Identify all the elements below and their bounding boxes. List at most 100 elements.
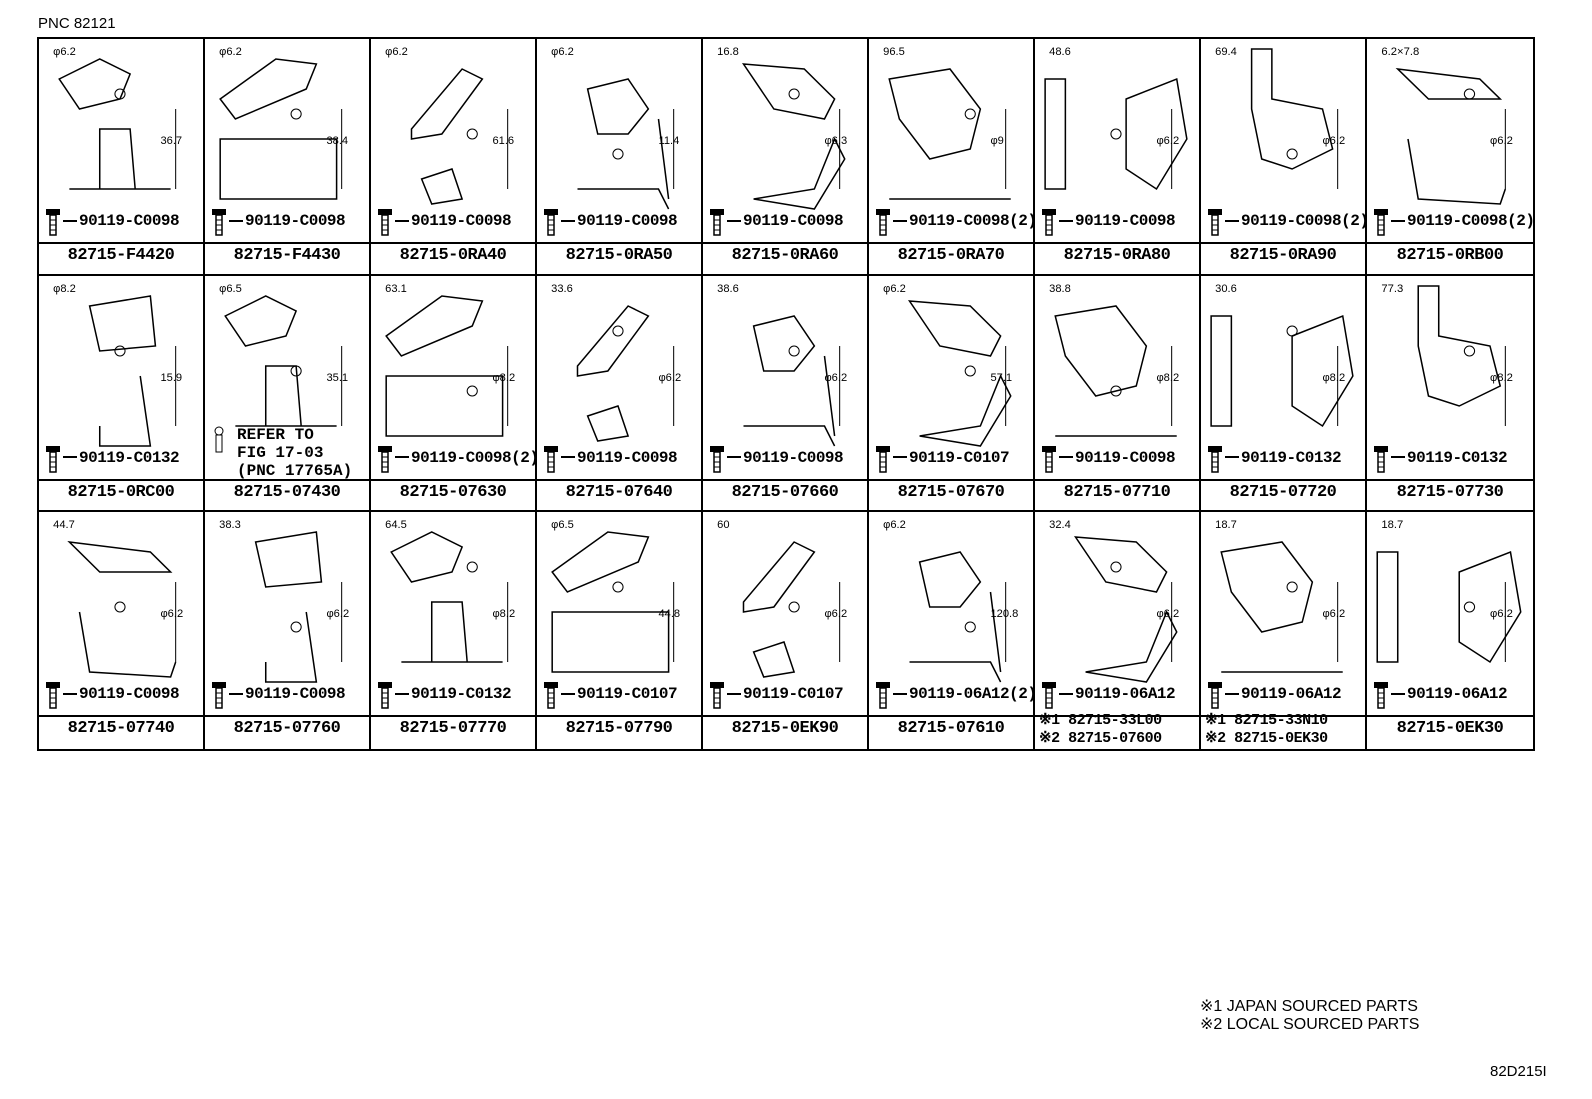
fastener-number[interactable]: 90119-C0098 <box>727 449 844 467</box>
dimension-label: φ6.2 <box>1156 608 1179 620</box>
hole-mark <box>964 108 976 120</box>
part-number[interactable]: 82715-07770 <box>399 719 507 739</box>
part-number-pair: ※1 82715-33L00※2 82715-07600 <box>1039 712 1162 748</box>
fastener-number[interactable]: 90119-C0107 <box>561 685 678 703</box>
part-number[interactable]: 82715-07720 <box>1229 482 1337 502</box>
part-number[interactable]: 82715-0RA70 <box>897 246 1005 265</box>
fastener-number[interactable]: 90119-C0098 <box>229 685 346 703</box>
fastener-number[interactable]: 90119-C0132 <box>63 449 180 467</box>
dimension-label: φ6.3 <box>824 135 847 147</box>
refer-note[interactable]: REFER TO FIG 17-03 (PNC 17765A) <box>237 425 353 480</box>
fastener-number[interactable]: 90119-C0098(2) <box>893 212 1033 230</box>
fastener-number[interactable]: 90119-06A12 <box>1059 685 1176 703</box>
fastener-number[interactable]: 90119-06A12 <box>1225 685 1342 703</box>
part-number[interactable]: 82715-07760 <box>233 719 341 739</box>
part-number[interactable]: 82715-0EK30 <box>1396 719 1504 739</box>
part-number[interactable]: 82715-07660 <box>731 482 839 502</box>
part-number[interactable]: 82715-0RC00 <box>67 482 175 502</box>
dimension-label: 64.5 <box>385 519 407 531</box>
part-number[interactable]: 82715-0RA60 <box>731 246 839 265</box>
dimension-label: φ8.2 <box>492 372 515 384</box>
fastener-number[interactable]: 90119-06A12 <box>1391 685 1508 703</box>
bracket-drawing: 6.2×7.8φ6.2 <box>1381 46 1513 205</box>
bracket-outline <box>254 531 323 684</box>
part-number[interactable]: 82715-07710 <box>1063 482 1171 502</box>
part-number[interactable]: 82715-0RA50 <box>565 246 673 265</box>
fastener-number[interactable]: 90119-C0098 <box>727 212 844 230</box>
bracket-drawing: 18.7φ6.2 <box>1215 519 1345 674</box>
bracket-outline <box>551 531 670 674</box>
part-number[interactable]: 82715-07610 <box>897 719 1005 739</box>
fastener-number[interactable]: 90119-06A12(2) <box>893 685 1033 703</box>
fastener-number[interactable]: 90119-C0107 <box>893 449 1010 467</box>
part-number[interactable]: 82715-07730 <box>1396 482 1504 502</box>
fastener-number[interactable]: 90119-C0132 <box>1391 449 1508 467</box>
part-number[interactable]: 82715-0RA40 <box>399 246 507 265</box>
part-number[interactable]: ※1 82715-33N10 <box>1205 712 1328 730</box>
fastener-number[interactable]: 90119-C0132 <box>395 685 512 703</box>
part-number[interactable]: 82715-0EK90 <box>731 719 839 739</box>
fastener-number[interactable]: 90119-C0098 <box>1059 212 1176 230</box>
bolt-icon <box>1042 682 1056 710</box>
part-number[interactable]: 82715-0RA90 <box>1229 246 1337 265</box>
part-number[interactable]: 82715-07630 <box>399 482 507 502</box>
part-number[interactable]: 82715-07740 <box>67 719 175 739</box>
hole-mark <box>290 108 302 120</box>
fastener-number[interactable]: 90119-C0107 <box>727 685 844 703</box>
part-number[interactable]: 82715-0RA80 <box>1063 246 1171 265</box>
part-number[interactable]: ※1 82715-33L00 <box>1039 712 1162 730</box>
fastener-number[interactable]: 90119-C0098 <box>63 212 180 230</box>
fastener-number[interactable]: 90119-C0132 <box>1225 449 1342 467</box>
part-number[interactable]: 82715-07430 <box>233 482 341 502</box>
hole-mark <box>1463 601 1476 613</box>
fastener-number[interactable]: 90119-C0098(2) <box>395 449 535 467</box>
part-number[interactable]: 82715-F4420 <box>67 246 175 265</box>
part-separator <box>205 242 369 244</box>
part-number[interactable]: 82715-F4430 <box>233 246 341 265</box>
bolt-icon <box>876 209 890 236</box>
fastener-number[interactable]: 90119-C0098 <box>561 449 678 467</box>
part-number[interactable]: ※2 82715-0EK30 <box>1205 730 1328 748</box>
part-number[interactable]: 82715-07640 <box>565 482 673 502</box>
part-number[interactable]: 82715-0RB00 <box>1396 246 1504 265</box>
fastener-number[interactable]: 90119-C0098 <box>395 212 512 230</box>
part-number[interactable]: 82715-07670 <box>897 482 1005 502</box>
drawing-code: 82D215I <box>1490 1063 1547 1080</box>
part-number[interactable]: 82715-07790 <box>565 719 673 739</box>
fastener-number[interactable]: 90119-C0098(2) <box>1391 212 1533 230</box>
part-number[interactable]: ※2 82715-07600 <box>1039 730 1162 748</box>
fastener-number[interactable]: 90119-C0098 <box>1059 449 1176 467</box>
fastener-number[interactable]: 90119-C0098 <box>561 212 678 230</box>
fastener-number[interactable]: 90119-C0098(2) <box>1225 212 1365 230</box>
dimension-label: φ6.5 <box>551 519 574 531</box>
fastener-number[interactable]: 90119-C0098 <box>63 685 180 703</box>
fastener-number[interactable]: 90119-C0098 <box>229 212 346 230</box>
